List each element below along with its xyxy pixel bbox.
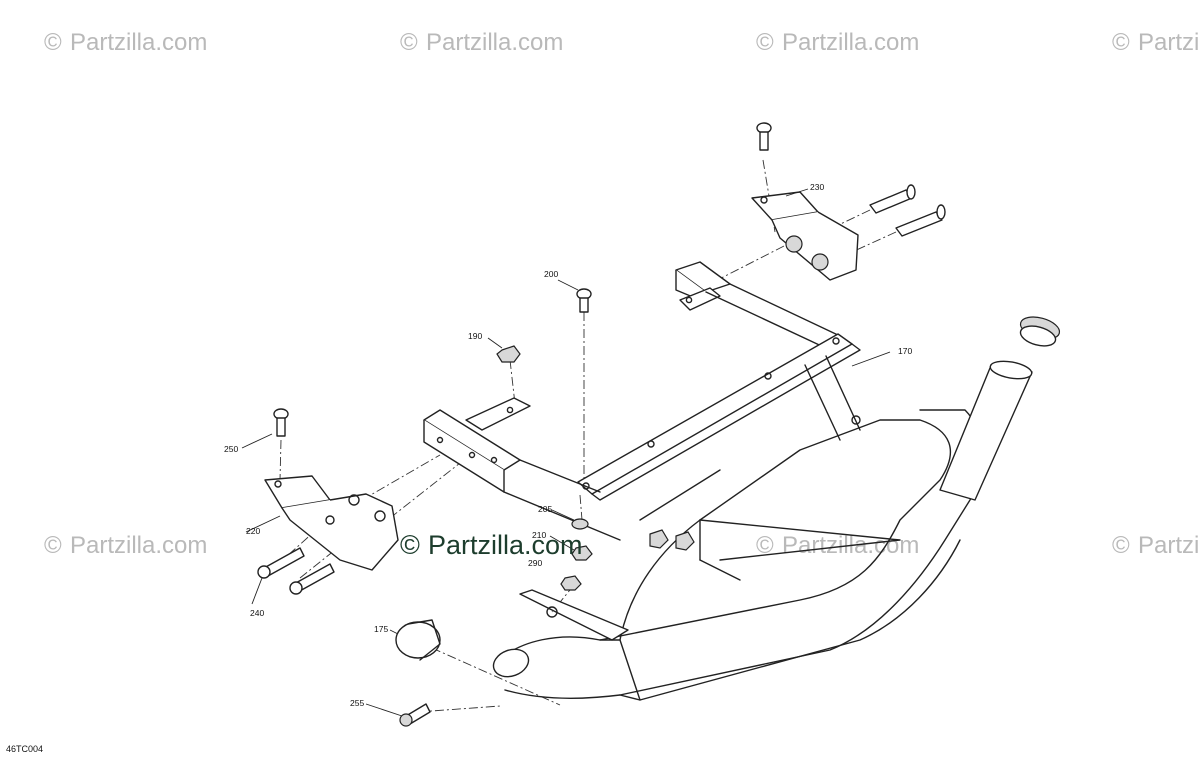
watermark-symbol: © [400, 29, 418, 56]
end-caps [395, 316, 1061, 661]
watermark-text: Partzilla.com [70, 29, 207, 56]
watermark-symbol: © [756, 29, 774, 56]
fasteners [257, 122, 946, 727]
watermark-symbol: © [1112, 532, 1130, 559]
callout-230: 230 [810, 182, 824, 192]
center-watermark: © Partzilla.com [400, 530, 583, 560]
callout-170: 170 [898, 346, 912, 356]
watermark-text: Partzilla.com [70, 532, 207, 559]
watermark-group: © Partzilla.com © Partzilla.com © Partzi… [44, 29, 1200, 559]
bracket-220 [264, 475, 399, 571]
bracket-230 [751, 191, 859, 281]
watermark-mid-3: © Partzilla.com [756, 532, 919, 559]
watermark-symbol: © [44, 29, 62, 56]
watermark-text: Partzilla.com [1138, 532, 1200, 559]
watermark-top-1: © Partzilla.com [44, 29, 207, 56]
watermark-symbol: © [44, 532, 62, 559]
callout-220: 220 [246, 526, 260, 536]
callout-labels: 230 200 190 170 250 205 220 210 290 240 … [224, 182, 912, 708]
watermark-text: Partzilla.com [1138, 29, 1200, 56]
callout-175: 175 [374, 624, 388, 634]
callout-240: 240 [250, 608, 264, 618]
watermark-text: Partzilla.com [782, 29, 919, 56]
watermark-top-4: © Partzilla.com [1112, 29, 1200, 56]
watermark-symbol: © [756, 532, 774, 559]
callout-200: 200 [544, 269, 558, 279]
callout-210: 210 [532, 530, 546, 540]
callout-190: 190 [468, 331, 482, 341]
center-watermark-symbol: © [400, 530, 420, 560]
watermark-top-2: © Partzilla.com [400, 29, 563, 56]
diagram-code: 46TC004 [6, 744, 43, 754]
lower-tube [423, 397, 621, 541]
watermark-mid-4: © Partzilla.com [1112, 532, 1200, 559]
callout-255: 255 [350, 698, 364, 708]
watermark-top-3: © Partzilla.com [756, 29, 919, 56]
watermark-mid-1: © Partzilla.com [44, 532, 207, 559]
callout-290: 290 [528, 558, 542, 568]
watermark-text: Partzilla.com [426, 29, 563, 56]
leader-lines [241, 188, 891, 717]
watermark-symbol: © [1112, 29, 1130, 56]
callout-205: 205 [538, 504, 552, 514]
callout-250: 250 [224, 444, 238, 454]
bumper-tube [492, 360, 1033, 701]
upper-mount-bar [577, 261, 861, 501]
center-watermark-text: Partzilla.com [428, 530, 583, 560]
